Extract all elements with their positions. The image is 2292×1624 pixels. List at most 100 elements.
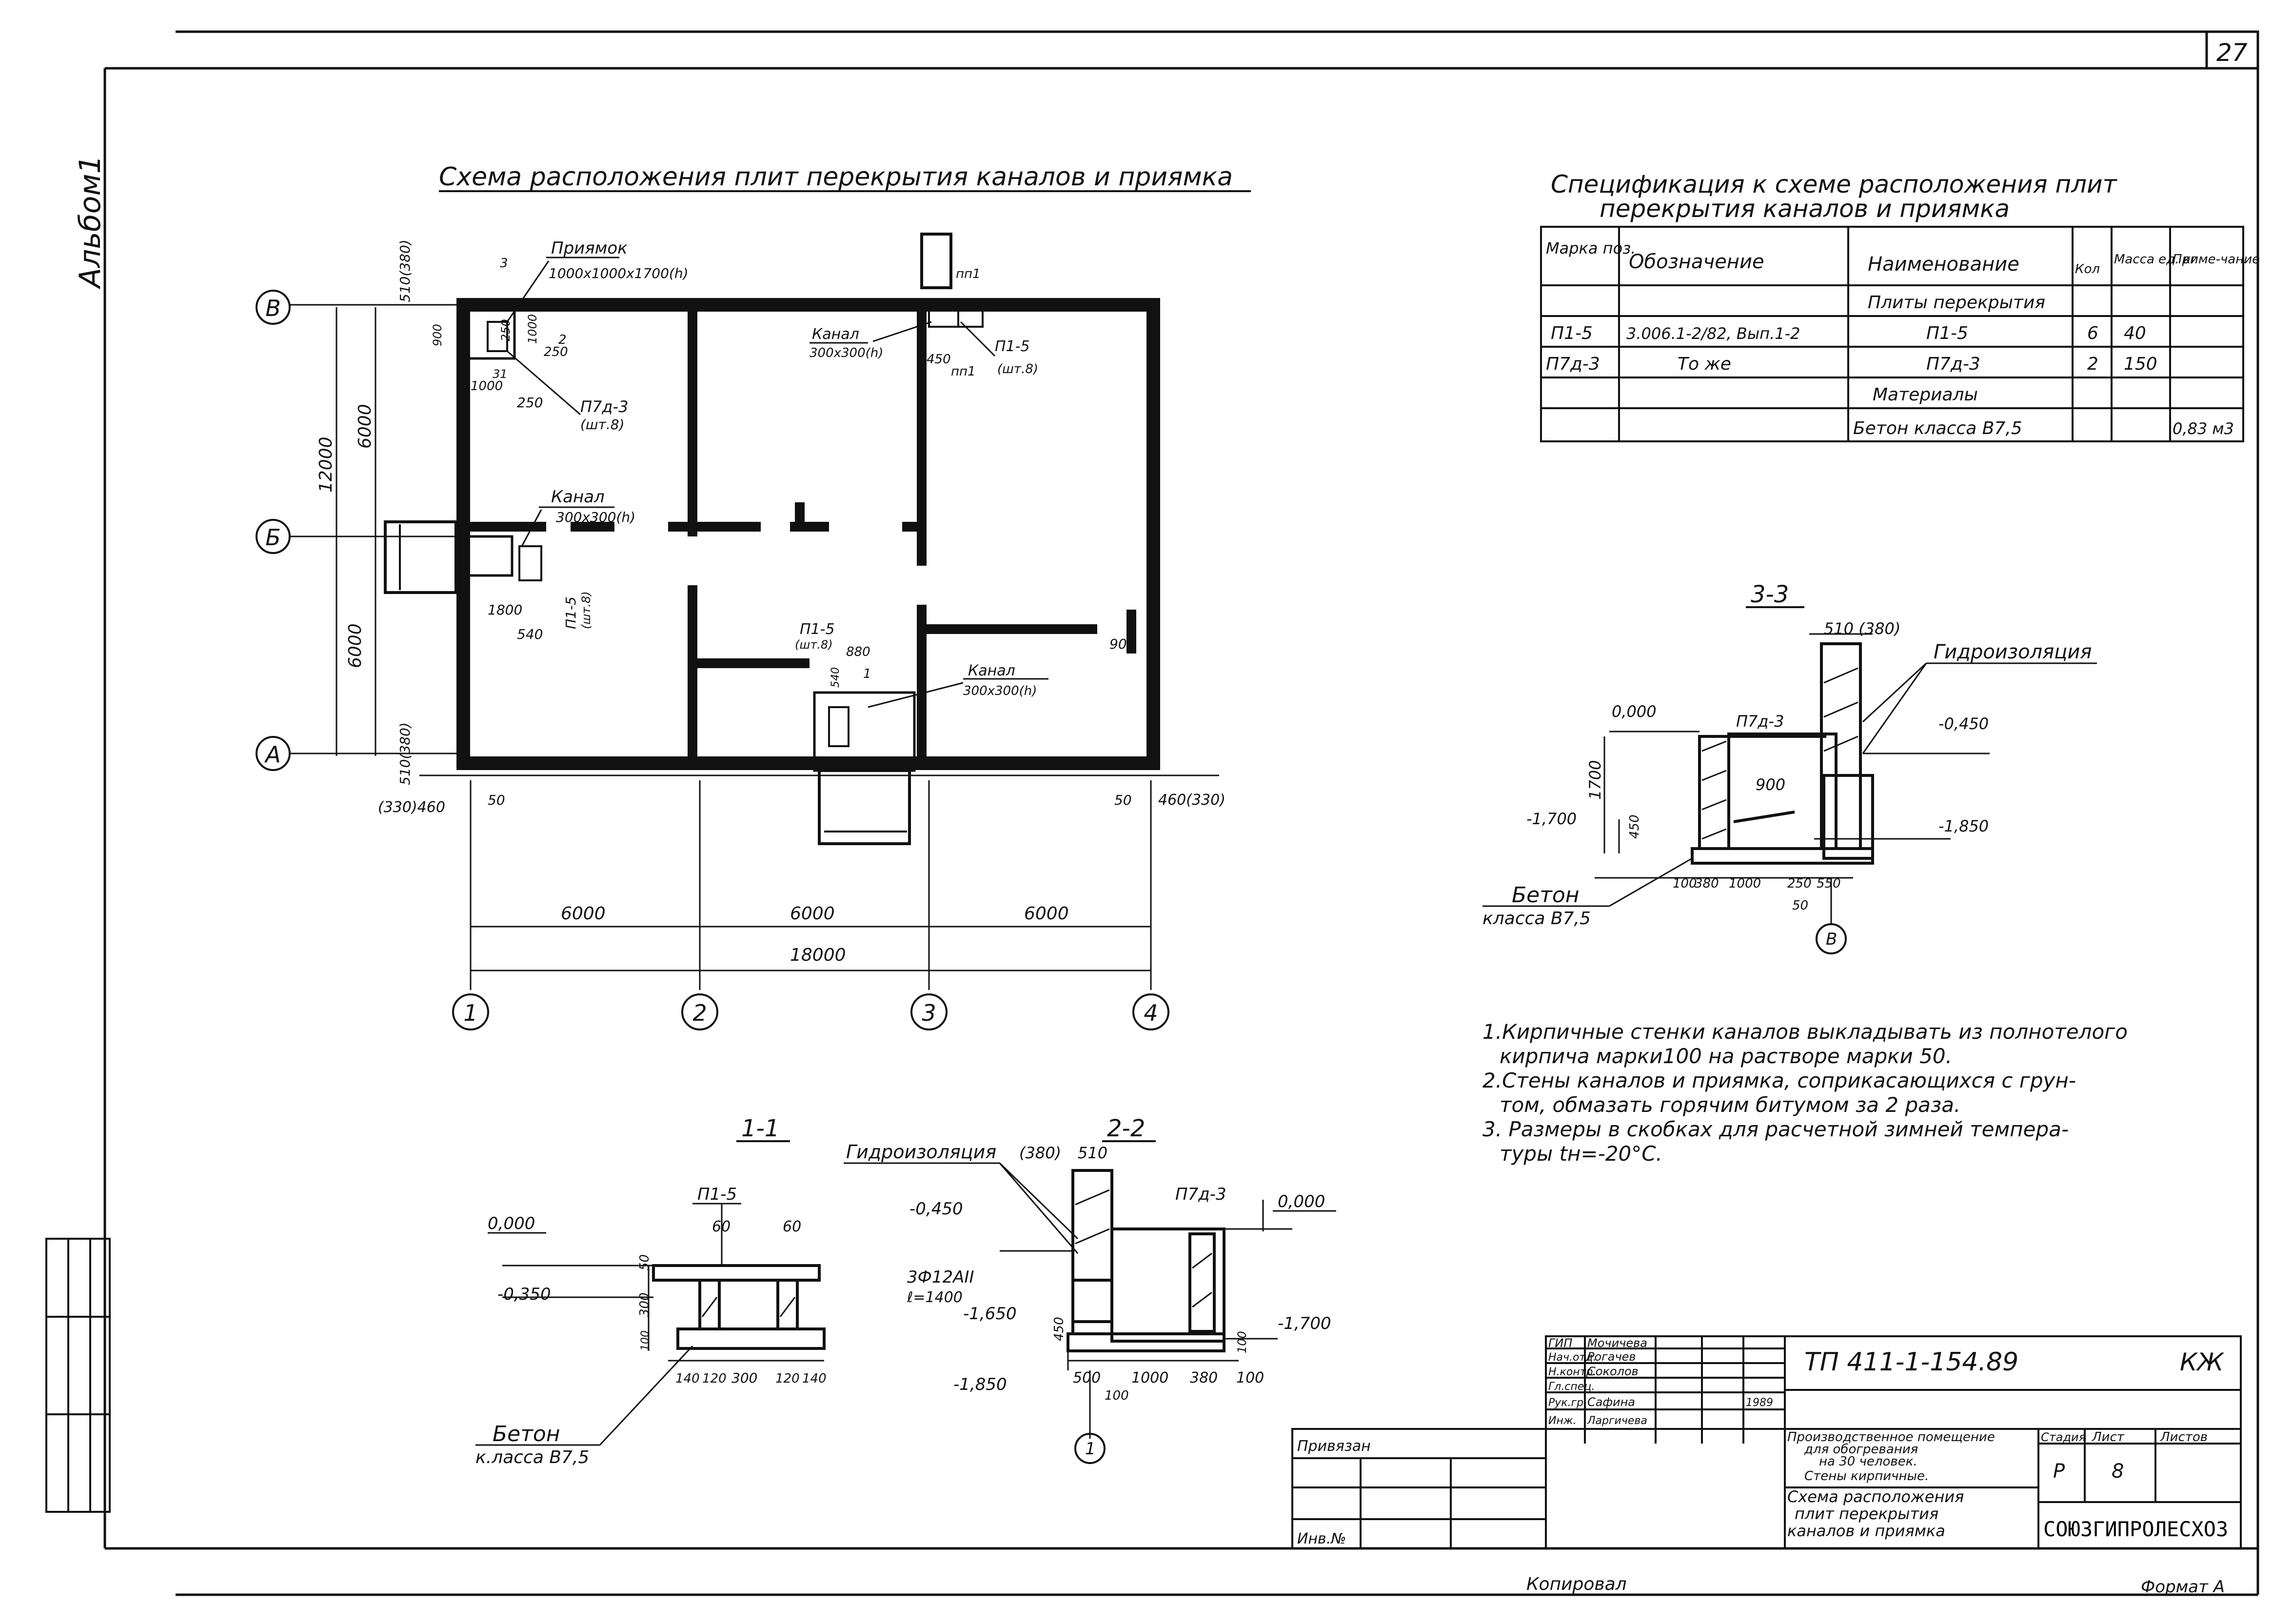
svg-text:-1,700: -1,700	[1526, 810, 1577, 828]
svg-text:Нач.отд.: Нач.отд.	[1548, 1351, 1597, 1364]
svg-text:6000: 6000	[1024, 904, 1069, 924]
svg-text:Марка поз.: Марка поз.	[1546, 239, 1636, 257]
svg-text:Приямок: Приямок	[551, 238, 628, 258]
svg-text:1.Кирпичные стенки каналов вык: 1.Кирпичные стенки каналов выкладывать и…	[1482, 1020, 2128, 1044]
svg-text:460(330): 460(330)	[1158, 792, 1225, 809]
svg-text:6000: 6000	[561, 904, 606, 924]
svg-text:Канал: Канал	[812, 326, 859, 343]
spec-table-header: Марка поз. Обозначение Наименование Кол …	[1546, 239, 2260, 277]
svg-text:380: 380	[1695, 876, 1719, 891]
svg-text:Рогачев: Рогачев	[1587, 1350, 1636, 1364]
svg-text:пп1: пп1	[956, 267, 981, 281]
svg-text:Бетон класса В7,5: Бетон класса В7,5	[1853, 418, 2022, 438]
svg-text:плит перекрытия: плит перекрытия	[1795, 1505, 1938, 1523]
svg-text:Канал: Канал	[551, 487, 605, 507]
axis-bubble-row-v: В	[256, 290, 291, 325]
axis-bubble-row-a: А	[256, 736, 291, 771]
svg-text:12000: 12000	[316, 436, 336, 493]
left-stamp-strip	[45, 1238, 111, 1513]
spec-title-2: перекрытия каналов и приямка	[1600, 195, 2010, 223]
svg-text:300х300(h): 300х300(h)	[963, 684, 1037, 698]
general-notes: 1.Кирпичные стенки каналов выкладывать и…	[1482, 1020, 2128, 1166]
svg-text:П1-5: П1-5	[697, 1185, 737, 1204]
svg-text:для обогревания: для обогревания	[1804, 1442, 1918, 1457]
axis-bubble-col-2: 2	[681, 993, 718, 1030]
svg-text:Р: Р	[2053, 1460, 2065, 1483]
svg-text:Бетон: Бетон	[1512, 883, 1580, 908]
svg-text:2.Стены каналов и приямка, соп: 2.Стены каналов и приямка, соприкасающих…	[1482, 1069, 2076, 1092]
svg-text:Стены кирпичные.: Стены кирпичные.	[1804, 1469, 1929, 1484]
svg-text:пп1: пп1	[951, 364, 976, 379]
svg-text:Схема расположения: Схема расположения	[1787, 1487, 1964, 1506]
svg-text:140: 140	[675, 1371, 700, 1386]
plan-axes	[290, 304, 1219, 990]
svg-text:(шт.8): (шт.8)	[579, 591, 593, 629]
svg-text:0,000: 0,000	[1278, 1192, 1325, 1211]
svg-text:50: 50	[637, 1254, 652, 1270]
title-block: ТП 411-1-154.89 КЖ ГИП Нач.отд. Н.контр.…	[1297, 1336, 2228, 1547]
svg-text:1700: 1700	[1586, 760, 1604, 800]
svg-text:6000: 6000	[355, 404, 375, 449]
axis-bubble-col-3: 3	[910, 993, 948, 1030]
sheet-frame	[103, 30, 2259, 1596]
svg-text:Ларгичева: Ларгичева	[1587, 1415, 1647, 1427]
svg-text:450: 450	[1052, 1317, 1067, 1341]
svg-text:-0,450: -0,450	[1938, 714, 1989, 733]
spec-title-1: Спецификация к схеме расположения плит	[1551, 170, 2118, 198]
svg-text:(330)460: (330)460	[378, 799, 445, 816]
svg-text:900: 900	[1756, 775, 1785, 794]
svg-text:Н.контр.: Н.контр.	[1548, 1366, 1596, 1378]
svg-text:Кол: Кол	[2075, 262, 2100, 277]
svg-text:250: 250	[499, 319, 513, 341]
svg-text:300: 300	[731, 1370, 757, 1386]
svg-text:18000: 18000	[790, 945, 846, 965]
svg-text:-1,700: -1,700	[1278, 1314, 1331, 1333]
svg-text:1000: 1000	[1131, 1369, 1168, 1386]
svg-text:2: 2	[692, 1000, 707, 1026]
svg-text:2: 2	[2087, 354, 2098, 374]
svg-text:Материалы: Материалы	[1873, 385, 1978, 405]
svg-text:550: 550	[1817, 876, 1841, 891]
svg-text:8: 8	[2112, 1460, 2124, 1483]
svg-text:120: 120	[702, 1371, 727, 1386]
svg-text:П1-5: П1-5	[995, 338, 1030, 355]
svg-text:Обозначение: Обозначение	[1629, 251, 1764, 273]
svg-text:1000: 1000	[471, 379, 503, 394]
svg-text:100: 100	[1673, 876, 1697, 891]
svg-text:(380): (380)	[1019, 1144, 1061, 1162]
plan-labels: Приямок 1000х1000х1700(h) П7д-3 (шт.8) К…	[506, 238, 1048, 708]
svg-text:540: 540	[830, 667, 842, 688]
svg-text:3-3: 3-3	[1751, 581, 1789, 608]
svg-text:300х300(h): 300х300(h)	[810, 346, 883, 360]
svg-text:Гл.спец.: Гл.спец.	[1548, 1381, 1595, 1393]
album-label: Альбом1	[73, 155, 107, 290]
svg-text:500: 500	[1073, 1369, 1101, 1386]
svg-text:380: 380	[1190, 1369, 1218, 1386]
svg-text:50: 50	[488, 792, 505, 808]
svg-text:540: 540	[517, 626, 543, 642]
svg-text:В: В	[265, 295, 281, 321]
svg-text:510 (380): 510 (380)	[1824, 619, 1900, 638]
svg-text:3.006.1-2/82, Вып.1-2: 3.006.1-2/82, Вып.1-2	[1626, 324, 1800, 343]
svg-text:Лист: Лист	[2092, 1430, 2125, 1445]
svg-text:Канал: Канал	[968, 662, 1015, 679]
svg-text:300: 300	[637, 1292, 652, 1317]
svg-text:Приме-чание: Приме-чание	[2173, 252, 2260, 267]
svg-text:50: 50	[1792, 898, 1808, 913]
svg-text:0,000: 0,000	[1612, 702, 1657, 721]
svg-text:510(380): 510(380)	[397, 722, 413, 785]
svg-text:Стадия: Стадия	[2041, 1430, 2086, 1444]
svg-text:Масса ед. кг: Масса ед. кг	[2114, 252, 2197, 267]
section-2-2: 2-2 Гидроизоляция (3	[844, 1115, 1336, 1464]
svg-text:каналов и приямка: каналов и приямка	[1787, 1522, 1945, 1540]
section-1-1: 1-1 П1-5 0,000 -0,350 60 60 50 300	[475, 1115, 827, 1467]
svg-text:250: 250	[544, 345, 568, 359]
svg-text:250: 250	[517, 395, 543, 411]
sheet-format: Формат А	[2141, 1577, 2225, 1597]
svg-text:60: 60	[712, 1218, 731, 1235]
drawing-code: ТП 411-1-154.89	[1804, 1347, 2018, 1377]
svg-text:40: 40	[2124, 323, 2146, 343]
svg-text:1000: 1000	[526, 314, 539, 344]
axis-bubble-row-b: Б	[256, 519, 291, 554]
